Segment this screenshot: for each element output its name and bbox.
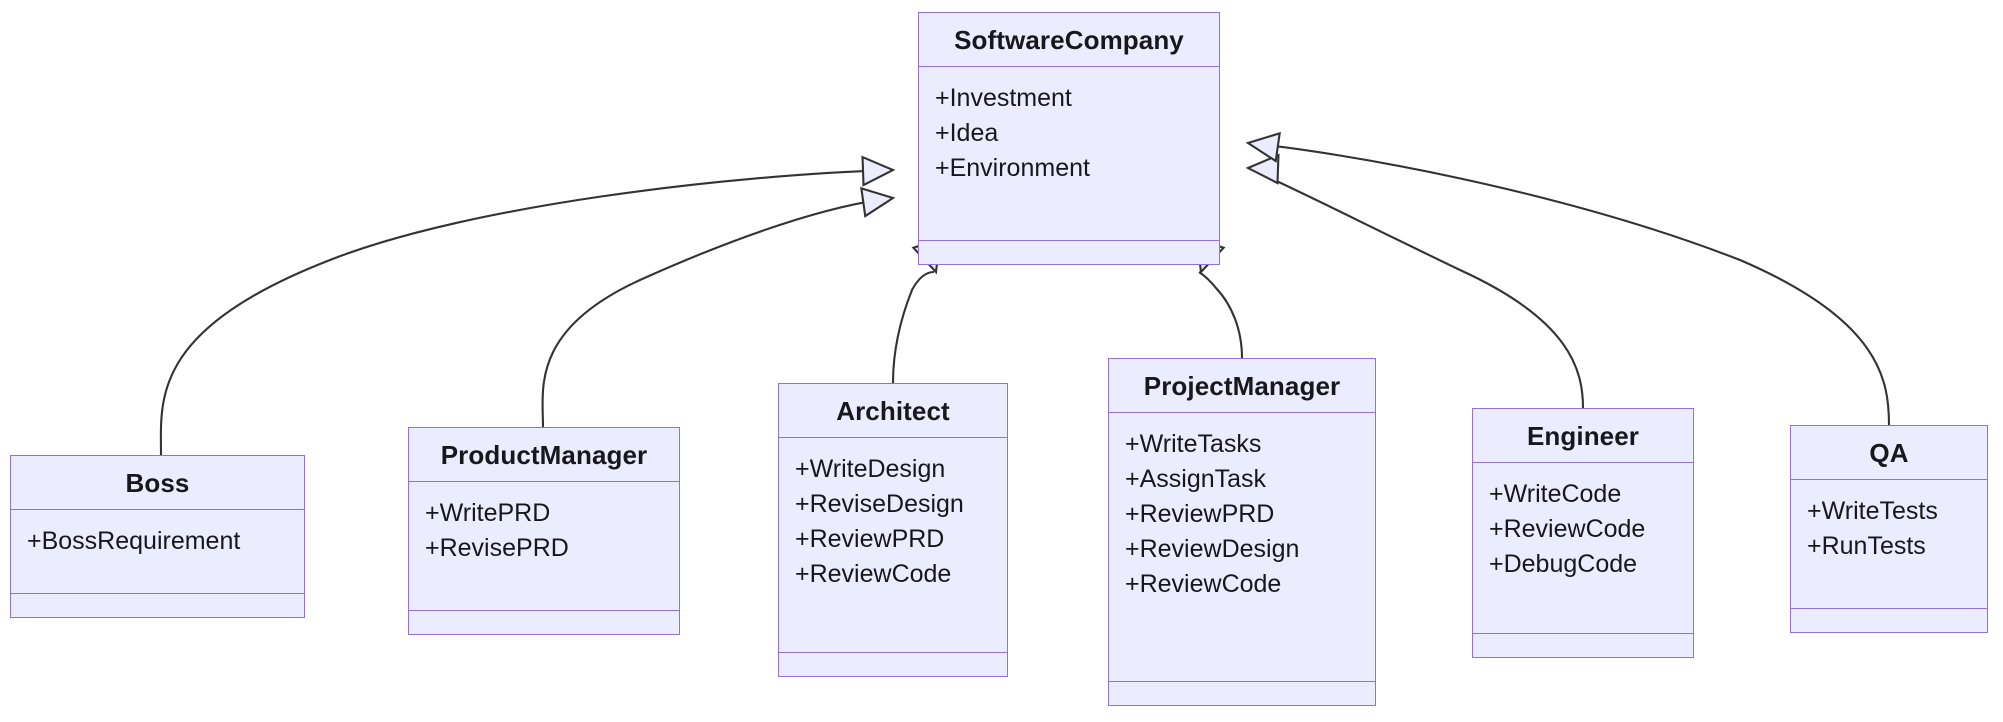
class-box-productmanager[interactable]: ProductManager +WritePRD +RevisePRD: [408, 427, 680, 635]
class-box-engineer[interactable]: Engineer +WriteCode +ReviewCode +DebugCode: [1472, 408, 1694, 658]
class-box-architect[interactable]: Architect +WriteDesign +ReviseDesign +Revie…: [778, 383, 1008, 677]
class-name-label: Architect: [836, 395, 950, 426]
class-name-label: Boss: [125, 467, 190, 498]
class-name-label: ProductManager: [440, 439, 648, 470]
class-attribute: +WriteTasks: [1125, 430, 1262, 458]
class-attribute: +BossRequirement: [27, 527, 241, 555]
class-attributes-compartment: +Investment +Idea +Environment: [919, 67, 1219, 241]
inheritance-edge-engineer: [1247, 167, 1585, 409]
class-title-compartment: QA: [1791, 426, 1987, 480]
class-attribute: +Idea: [935, 119, 999, 147]
class-name-label: QA: [1869, 437, 1909, 468]
class-attribute: +WritePRD: [425, 499, 551, 527]
class-title-compartment: Architect: [779, 384, 1007, 438]
class-methods-compartment: [409, 611, 679, 633]
class-methods-compartment: [919, 241, 1219, 263]
class-attributes-compartment: +WriteTasks +AssignTask +ReviewPRD +ReviewD…: [1109, 413, 1375, 682]
inheritance-edge-architect: [891, 270, 935, 384]
class-attribute: +ReviewDesign: [1125, 535, 1300, 563]
class-methods-compartment: [1791, 609, 1987, 631]
class-title-compartment: Engineer: [1473, 409, 1693, 463]
class-box-softwarecompany[interactable]: SoftwareCompany +Investment +Idea +Environm…: [918, 12, 1220, 265]
inheritance-edge-qa: [1247, 141, 1891, 426]
class-attribute: +ReviewCode: [1489, 515, 1646, 543]
class-attributes-compartment: +WriteTests +RunTests: [1791, 480, 1987, 609]
inheritance-arrowhead-productmanager: [860, 186, 896, 218]
inheritance-edge-projectmanager: [1198, 271, 1244, 359]
inheritance-arrowhead-boss: [861, 155, 896, 187]
class-name-label: Engineer: [1526, 420, 1640, 451]
inheritance-arrowhead-qa: [1245, 131, 1281, 163]
class-attribute: +ReviewCode: [795, 560, 952, 588]
class-attributes-compartment: +WriteDesign +ReviseDesign +ReviewPRD +Revi…: [779, 438, 1007, 653]
class-methods-compartment: [1109, 682, 1375, 704]
class-name-label: ProjectManager: [1143, 370, 1341, 401]
class-attribute: +WriteCode: [1489, 480, 1622, 508]
class-box-qa[interactable]: QA +WriteTests +RunTests: [1790, 425, 1988, 633]
class-attributes-compartment: +WriteCode +ReviewCode +DebugCode: [1473, 463, 1693, 634]
class-attribute: +DebugCode: [1489, 550, 1638, 578]
class-attribute: +RevisePRD: [425, 534, 569, 562]
inheritance-edge-productmanager: [541, 196, 894, 428]
class-attribute: +Investment: [935, 84, 1072, 112]
class-attribute: +ReviewPRD: [1125, 500, 1275, 528]
class-methods-compartment: [779, 653, 1007, 675]
class-attribute: +WriteDesign: [795, 455, 946, 483]
class-attribute: +WriteTests: [1807, 497, 1938, 525]
inheritance-edge-boss: [159, 168, 894, 456]
class-title-compartment: SoftwareCompany: [919, 13, 1219, 67]
class-attribute: +Environment: [935, 154, 1090, 182]
class-attribute: +ReviewCode: [1125, 570, 1282, 598]
class-attribute: +AssignTask: [1125, 465, 1267, 493]
class-attributes-compartment: +WritePRD +RevisePRD: [409, 482, 679, 611]
inheritance-arrowhead-engineer: [1245, 153, 1280, 185]
class-title-compartment: ProjectManager: [1109, 359, 1375, 413]
class-title-compartment: Boss: [11, 456, 304, 510]
class-attributes-compartment: +BossRequirement: [11, 510, 304, 594]
class-name-label: SoftwareCompany: [954, 24, 1184, 55]
class-attribute: +RunTests: [1807, 532, 1926, 560]
class-title-compartment: ProductManager: [409, 428, 679, 482]
class-methods-compartment: [1473, 634, 1693, 656]
class-attribute: +ReviseDesign: [795, 490, 964, 518]
class-attribute: +ReviewPRD: [795, 525, 945, 553]
class-methods-compartment: [11, 594, 304, 616]
class-box-projectmanager[interactable]: ProjectManager +WriteTasks +AssignTask +Rev…: [1108, 358, 1376, 706]
class-box-boss[interactable]: Boss +BossRequirement: [10, 455, 305, 618]
